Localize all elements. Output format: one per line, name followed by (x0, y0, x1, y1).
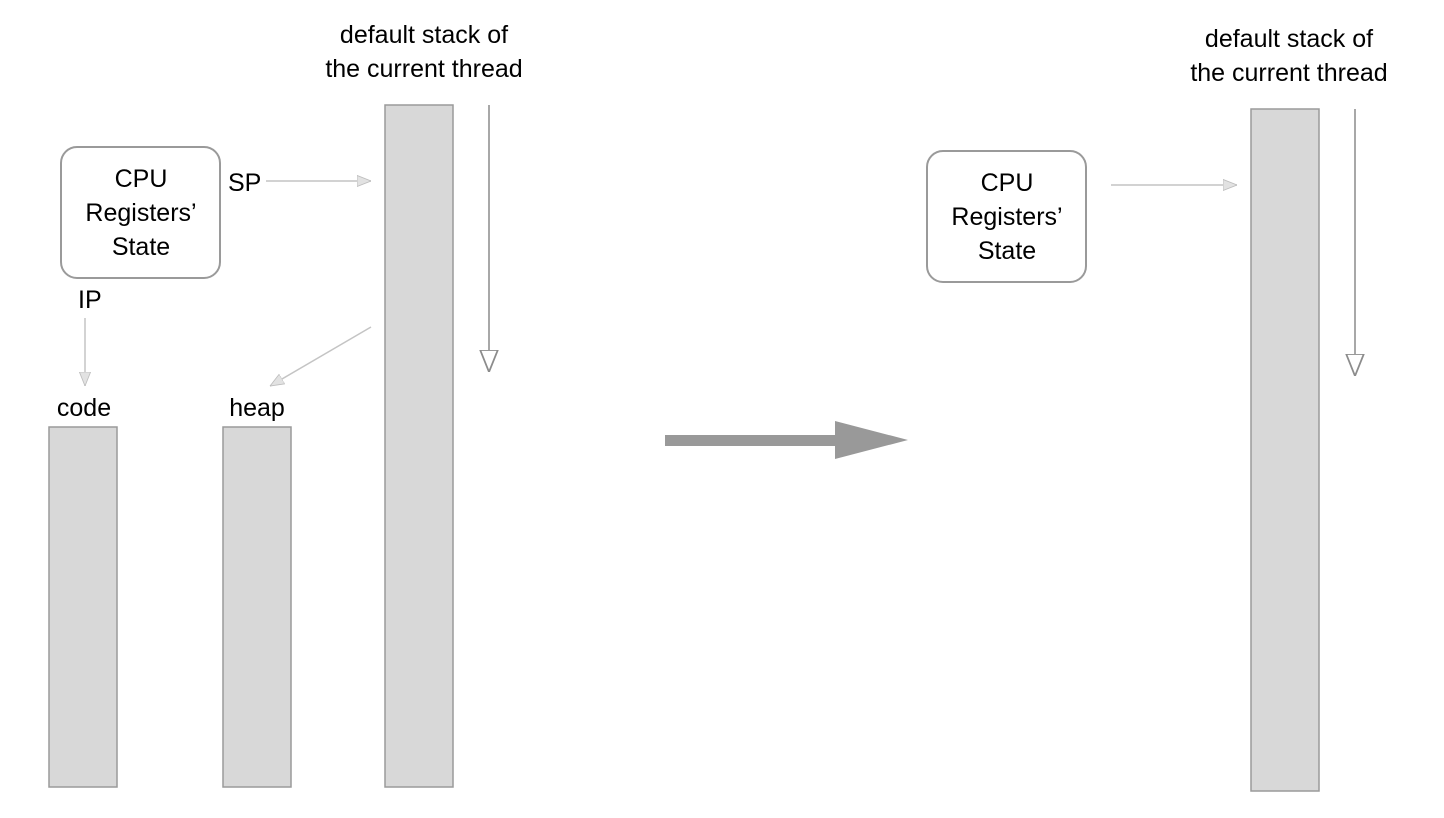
code-label: code (57, 394, 111, 422)
cpu-registers-box (60, 146, 221, 279)
heap-label: heap (229, 394, 285, 422)
after-default-stack-bar (1250, 108, 1320, 792)
transition-arrow (665, 421, 908, 459)
ip-label: IP (78, 286, 102, 314)
registers-box-line3: State (112, 233, 170, 261)
after-registers-box-line3: State (978, 237, 1036, 265)
default-stack-bar (384, 104, 454, 788)
heap-pointer-arrow (270, 326, 372, 387)
registers-box-line1: CPU (115, 165, 168, 193)
before-state: default stack of the current thread CPU … (48, 21, 523, 788)
after-cpu-registers-box (926, 150, 1087, 283)
code-segment-bar (48, 426, 118, 788)
after-registers-box-line2: Registers’ (951, 203, 1062, 231)
stack-label-line2: the current thread (325, 55, 522, 83)
registers-box-line2: Registers’ (85, 199, 196, 227)
after-registers-box-line1: CPU (981, 169, 1034, 197)
stack-label-line1: default stack of (340, 21, 508, 49)
heap-segment-bar (222, 426, 292, 788)
after-state: default stack of the current thread CPU … (926, 25, 1388, 792)
sp-label: SP (228, 169, 261, 197)
after-stack-label-line1: default stack of (1205, 25, 1373, 53)
after-stack-label-line2: the current thread (1190, 59, 1387, 87)
